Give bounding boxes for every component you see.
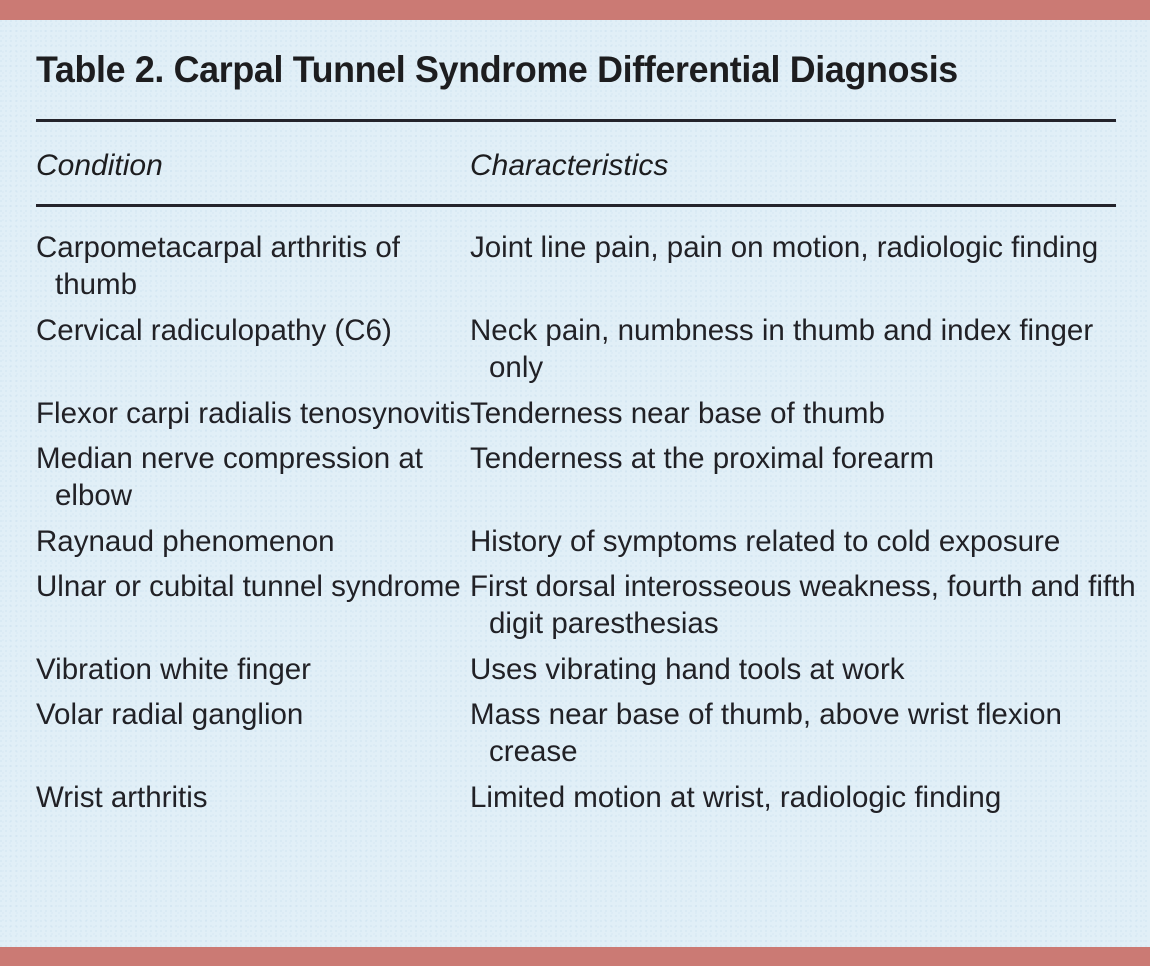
table-row: Cervical radiculopathy (C6) Neck pain, nu… [0,312,1150,387]
cell-condition: Ulnar or cubital tunnel syndrome [36,570,461,603]
cell-characteristics: Mass near base of thumb, above wrist fle… [470,698,1062,769]
table-row: Median nerve compression at elbow Tendern… [0,440,1150,515]
table-row: Ulnar or cubital tunnel syndrome First do… [0,568,1150,643]
bottom-accent-bar [0,947,1150,966]
table-column-headers: Condition Characteristics [0,151,1150,191]
cell-characteristics: Tenderness at the proximal forearm [470,442,935,475]
cell-characteristics: Joint line pain, pain on motion, radiolo… [470,231,1099,264]
cell-condition: Flexor carpi radialis tenosynovitis [36,397,471,430]
table-row: Volar radial ganglion Mass near base of t… [0,696,1150,771]
cell-characteristics: Limited motion at wrist, radiologic find… [470,781,1002,814]
cell-condition: Volar radial ganglion [36,698,304,731]
table-row: Vibration white finger Uses vibrating han… [0,651,1150,688]
table-row: Carpometacarpal arthritis of thumb Joint … [0,229,1150,304]
cell-condition: Wrist arthritis [36,781,208,814]
cell-characteristics: Uses vibrating hand tools at work [470,653,905,686]
column-header-condition: Condition [36,149,163,182]
cell-condition: Raynaud phenomenon [36,525,335,558]
table-row: Raynaud phenomenon History of symptoms re… [0,523,1150,560]
cell-condition: Cervical radiculopathy (C6) [36,314,392,347]
table-row: Wrist arthritis Limited motion at wrist, … [0,779,1150,816]
rule-under-column-headers [36,204,1116,207]
cell-characteristics: History of symptoms related to cold expo… [470,525,1061,558]
table-panel: Table 2. Carpal Tunnel Syndrome Differen… [0,20,1150,947]
cell-characteristics: First dorsal interosseous weakness, four… [470,570,1136,641]
table-body: Carpometacarpal arthritis of thumb Joint … [0,229,1150,824]
rule-under-title [36,119,1116,122]
cell-condition: Median nerve compression at elbow [36,442,423,513]
cell-characteristics: Tenderness near base of thumb [470,397,885,430]
cell-condition: Vibration white finger [36,653,311,686]
cell-condition: Carpometacarpal arthritis of thumb [36,231,400,302]
top-accent-bar [0,0,1150,20]
column-header-characteristics: Characteristics [470,149,669,182]
cell-characteristics: Neck pain, numbness in thumb and index f… [470,314,1094,385]
page-title: Table 2. Carpal Tunnel Syndrome Differen… [36,48,958,90]
